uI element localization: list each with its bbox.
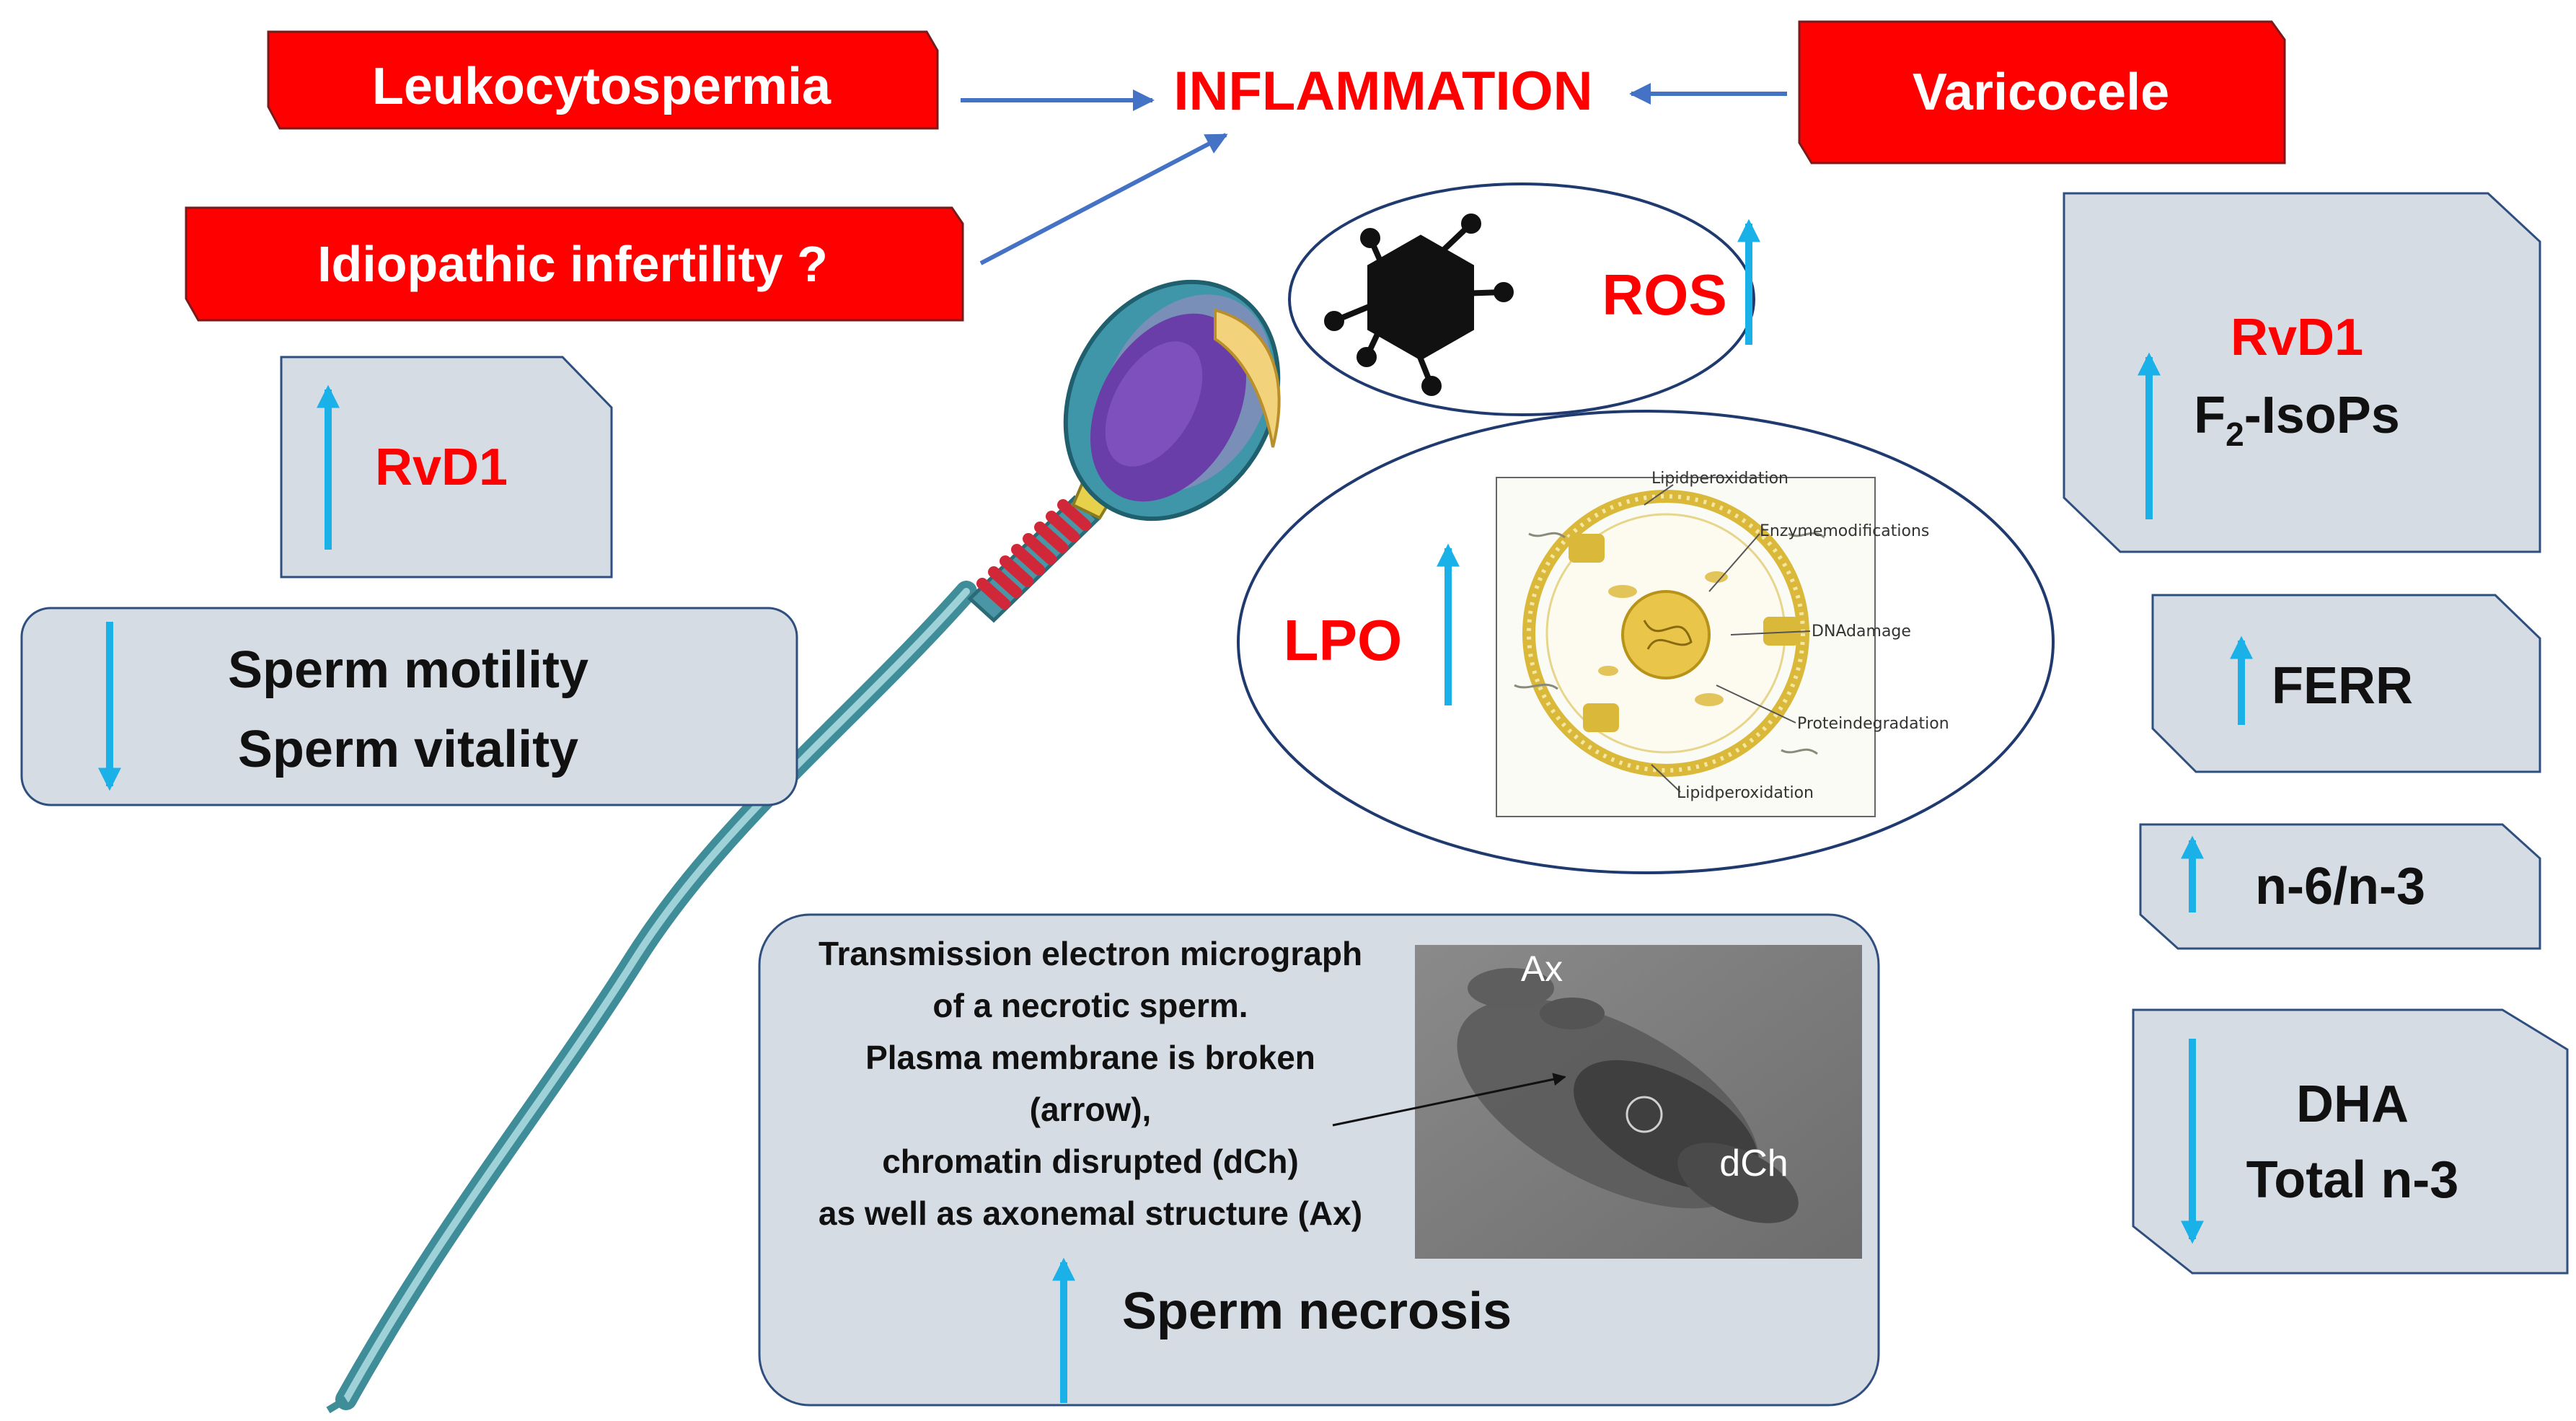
total-n3-label: Total n-3: [2246, 1151, 2459, 1209]
caption-line-3: Plasma membrane is broken: [865, 1039, 1315, 1076]
f2-letter: F: [2194, 387, 2226, 444]
sperm-illustration: [326, 279, 1281, 1414]
cell-label-dna-damage: DNAdamage: [1812, 622, 1911, 641]
idiopathic-infertility-label: Idiopathic infertility ?: [317, 236, 828, 292]
caption-line-4: (arrow),: [1030, 1091, 1152, 1128]
membrane-pointer-arrow: [1332, 1073, 1566, 1127]
cell-label-protein-degradation: Proteindegradation: [1797, 715, 1949, 733]
sperm-motility-vitality-box: Sperm motility Sperm vitality: [20, 607, 798, 806]
leukocytospermia-label: Leukocytospermia: [372, 58, 832, 115]
tem-micrograph: Ax dCh: [1415, 945, 1862, 1259]
n6-n3-ratio-box: n-6/n-3: [2139, 823, 2541, 950]
sperm-motility-label: Sperm motility: [228, 641, 588, 699]
arrow-idiopathic-to-inflammation: [979, 133, 1228, 265]
right-rvd1-label: RvD1: [2231, 309, 2363, 366]
leukocytospermia-box: Leukocytospermia: [267, 30, 939, 130]
cell-damage-illustration: Lipidperoxidation Enzymemodifications DN…: [1496, 470, 1949, 817]
caption-line-1: Transmission electron micrograph: [819, 935, 1362, 972]
dch-label: dCh: [1719, 1143, 1788, 1184]
ros-label: ROS: [1602, 263, 1726, 327]
cell-label-lipid-peroxidation-bottom: Lipidperoxidation: [1677, 784, 1814, 802]
f2-isops-label: F2-IsoPs: [2194, 387, 2400, 453]
sperm-vitality-label: Sperm vitality: [238, 721, 578, 778]
sperm-necrosis-box: Ax dCh Transmission electron micrograph …: [758, 913, 1880, 1407]
left-rvd1-box: RvD1: [280, 356, 613, 578]
right-rvd1-f2-box: RvD1 F2-IsoPs: [2063, 192, 2541, 553]
n6-n3-label: n-6/n-3: [2255, 858, 2425, 915]
ros-molecule-icon: [1324, 214, 1514, 396]
varicocele-box: Varicocele: [1798, 20, 2286, 164]
f2-subscript: 2: [2226, 415, 2244, 453]
dha-total-n3-box: DHA Total n-3: [2132, 1008, 2569, 1275]
inflammation-title: INFLAMMATION: [1173, 61, 1592, 122]
dha-label: DHA: [2296, 1075, 2409, 1133]
caption-line-5: chromatin disrupted (dCh): [882, 1143, 1299, 1180]
sperm-necrosis-title: Sperm necrosis: [1122, 1283, 1512, 1340]
ferr-label: FERR: [2272, 657, 2413, 715]
ferr-box: FERR: [2151, 594, 2541, 773]
idiopathic-infertility-box: Idiopathic infertility ?: [185, 206, 964, 322]
caption-line-2: of a necrotic sperm.: [932, 987, 1248, 1024]
ax-label: Ax: [1521, 949, 1563, 989]
f2-rest: -IsoPs: [2244, 387, 2400, 444]
lpo-label: LPO: [1284, 608, 1402, 672]
caption-line-6: as well as axonemal structure (Ax): [819, 1195, 1362, 1232]
left-rvd1-label: RvD1: [375, 439, 508, 496]
ros-group: ROS: [1288, 182, 1761, 416]
cell-label-enzyme-modifications: Enzymemodifications: [1760, 522, 1929, 540]
varicocele-label: Varicocele: [1913, 63, 2169, 121]
cell-label-lipid-peroxidation-top: Lipidperoxidation: [1651, 470, 1788, 488]
lpo-group: LPO: [1237, 410, 2055, 874]
